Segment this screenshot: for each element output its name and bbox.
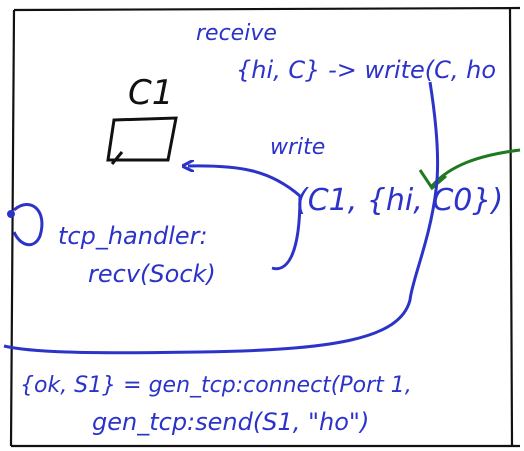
write-label: write — [270, 135, 325, 160]
message-flow-curve — [3, 81, 440, 355]
process-frame — [9, 6, 521, 448]
c1-process-box — [106, 116, 178, 165]
send-line-text: gen_tcp:send(S1, "ho") — [92, 408, 369, 436]
tcp-handler-loop — [12, 203, 44, 247]
receive-label: receive — [196, 21, 277, 46]
tcp-handler-label-2: recv(Sock) — [88, 260, 216, 288]
tcp-handler-label-1: tcp_handler: — [58, 222, 208, 250]
receive-pattern-text: {hi, C} -> write(C, ho — [236, 56, 496, 84]
connect-line-text: {ok, S1} = gen_tcp:connect(Port 1, — [20, 373, 412, 398]
c1-label: C1 — [128, 73, 173, 113]
write-to-c1-arrow — [188, 166, 302, 271]
write-args-text: (C1, {hi, C0}) — [296, 183, 503, 218]
socket-dot — [7, 210, 15, 218]
